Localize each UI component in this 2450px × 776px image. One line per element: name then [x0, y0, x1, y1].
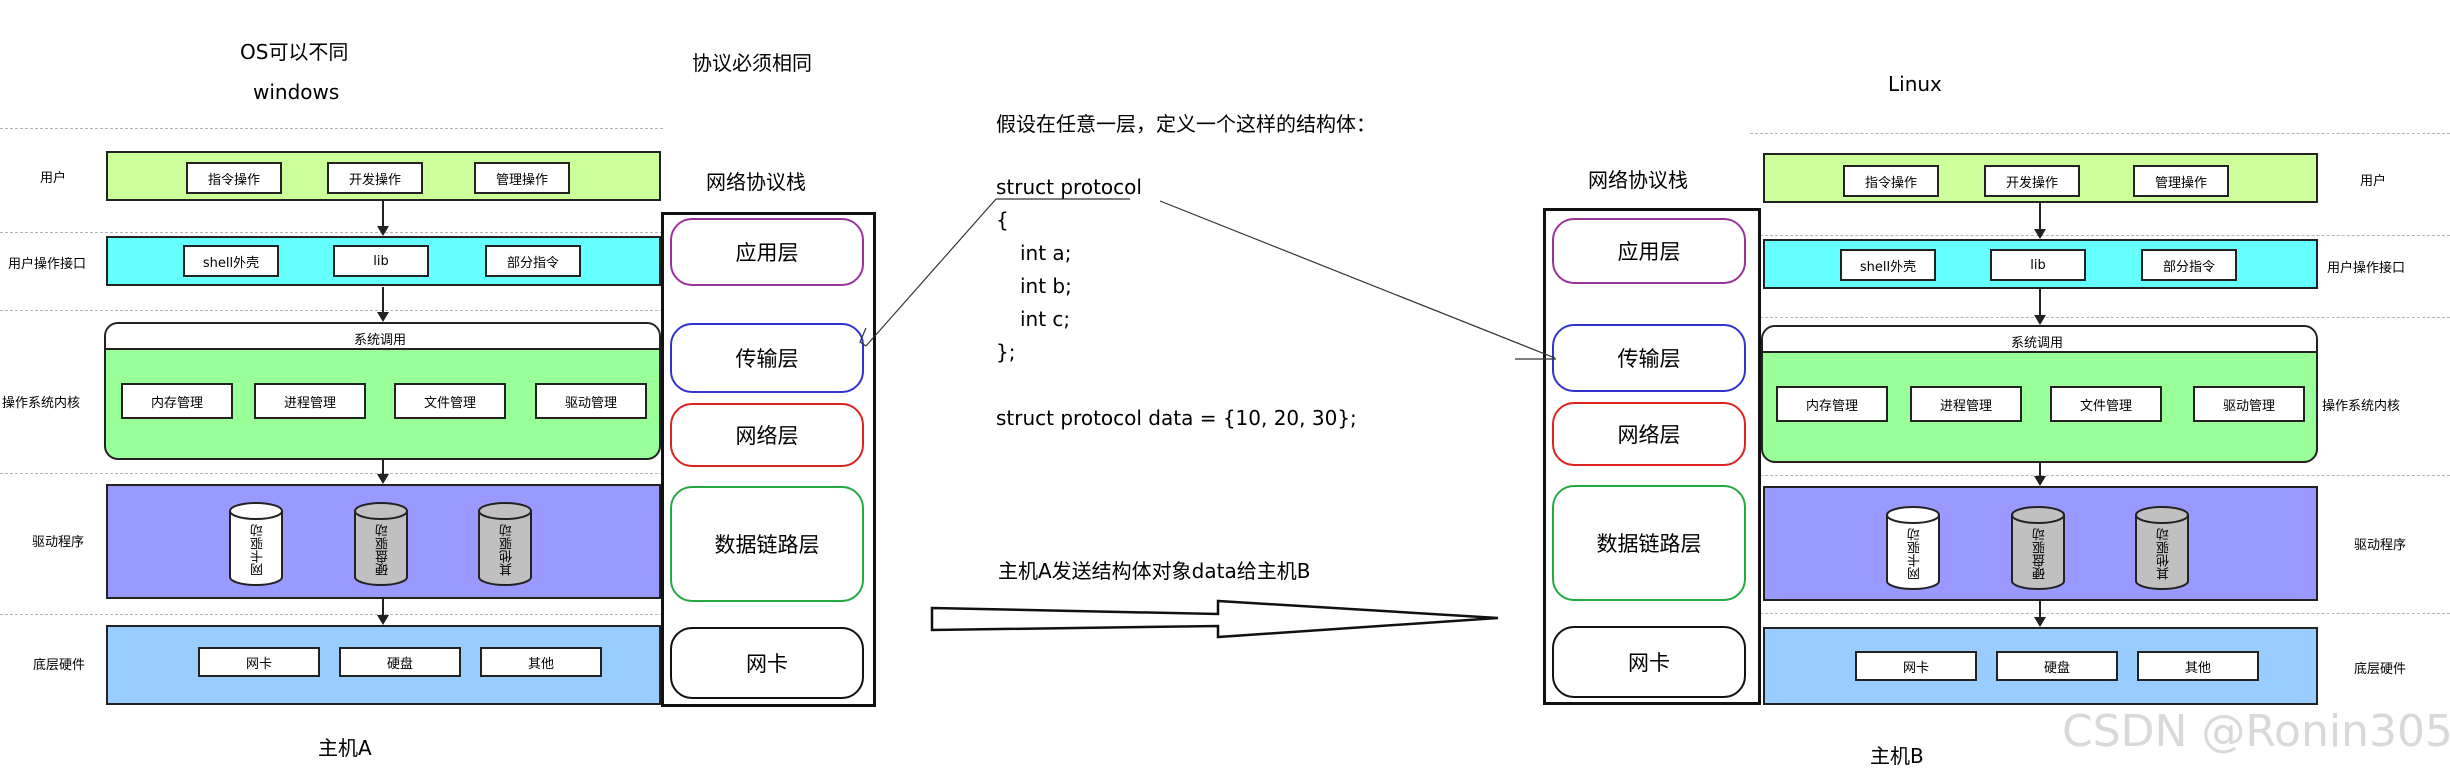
syscall-title: 系统调用 — [2011, 336, 2064, 351]
stack-a-title: 网络协议栈 — [706, 170, 806, 194]
layer-application: 应用层 — [670, 218, 864, 286]
interface-item: 部分指令 — [485, 245, 581, 277]
interface-item: lib — [333, 245, 429, 277]
code-line: int a; — [1020, 241, 1072, 265]
syscall-title: 系统调用 — [354, 333, 407, 348]
watermark: CSDN @Ronin305 — [2062, 706, 2450, 757]
user-item: 管理操作 — [474, 162, 570, 194]
code-intro: 假设在任意一层，定义一个这样的结构体： — [996, 112, 1376, 136]
driver-cylinder — [354, 502, 408, 586]
host-a-caption: 主机A — [318, 736, 372, 760]
row-label-drivers: 驱动程序 — [32, 535, 85, 550]
host-b-caption: 主机B — [1870, 744, 1924, 768]
code-line: int b; — [1020, 274, 1072, 298]
row-label-drivers: 驱动程序 — [2354, 538, 2407, 553]
kernel-item: 文件管理 — [394, 383, 506, 419]
driver-cylinder — [2135, 506, 2189, 590]
row-label-user: 用户 — [40, 171, 67, 186]
kernel-item: 进程管理 — [254, 383, 366, 419]
layer-nic: 网卡 — [1552, 626, 1746, 698]
driver-cylinder — [2011, 506, 2065, 590]
stack-b-title: 网络协议栈 — [1588, 168, 1688, 192]
kernel-item: 文件管理 — [2050, 386, 2162, 422]
kernel-item: 内存管理 — [1776, 386, 1888, 422]
user-item: 开发操作 — [1984, 165, 2080, 197]
left-os-name: windows — [253, 80, 340, 104]
layer-datalink: 数据链路层 — [670, 486, 864, 602]
interface-item: 部分指令 — [2141, 249, 2237, 281]
row-label-user-interface: 用户操作接口 — [2327, 261, 2406, 276]
kernel-item: 内存管理 — [121, 383, 233, 419]
driver-cylinder — [478, 502, 532, 586]
user-item: 指令操作 — [186, 162, 282, 194]
row-label-user-interface: 用户操作接口 — [8, 257, 87, 272]
layer-network: 网络层 — [670, 403, 864, 467]
hardware-item: 其他 — [2137, 651, 2259, 681]
user-item: 开发操作 — [327, 162, 423, 194]
code-line: }; — [996, 340, 1016, 364]
kernel-item: 驱动管理 — [2193, 386, 2305, 422]
code-line: { — [996, 208, 1009, 232]
row-label-user: 用户 — [2360, 174, 2387, 189]
code-decl: struct protocol data = {10, 20, 30}; — [996, 406, 1357, 430]
hardware-item: 其他 — [480, 647, 602, 677]
interface-item: shell外壳 — [1840, 249, 1936, 281]
layer-datalink: 数据链路层 — [1552, 485, 1746, 601]
protocol-note: 协议必须相同 — [692, 51, 812, 75]
code-line: struct protocol — [996, 175, 1142, 199]
row-label-kernel: 操作系统内核 — [2, 396, 81, 411]
layer-transport: 传输层 — [1552, 324, 1746, 392]
layer-transport: 传输层 — [670, 323, 864, 393]
code-line: int c; — [1020, 307, 1071, 331]
os-note: OS可以不同 — [240, 40, 349, 64]
hardware-item: 硬盘 — [339, 647, 461, 677]
driver-cylinder — [229, 502, 283, 586]
user-item: 管理操作 — [2133, 165, 2229, 197]
interface-item: lib — [1990, 249, 2086, 281]
interface-item: shell外壳 — [183, 245, 279, 277]
hardware-item: 网卡 — [198, 647, 320, 677]
hardware-item: 网卡 — [1855, 651, 1977, 681]
transfer-caption: 主机A发送结构体对象data给主机B — [998, 559, 1311, 583]
row-label-kernel: 操作系统内核 — [2322, 399, 2401, 414]
driver-cylinder — [1886, 506, 1940, 590]
kernel-item: 进程管理 — [1910, 386, 2022, 422]
layer-network: 网络层 — [1552, 402, 1746, 466]
hardware-item: 硬盘 — [1996, 651, 2118, 681]
user-item: 指令操作 — [1843, 165, 1939, 197]
layer-nic: 网卡 — [670, 627, 864, 699]
row-label-hardware: 底层硬件 — [33, 658, 86, 673]
right-os-name: Linux — [1888, 72, 1942, 96]
row-label-hardware: 底层硬件 — [2354, 662, 2407, 677]
layer-application: 应用层 — [1552, 218, 1746, 284]
kernel-item: 驱动管理 — [535, 383, 647, 419]
